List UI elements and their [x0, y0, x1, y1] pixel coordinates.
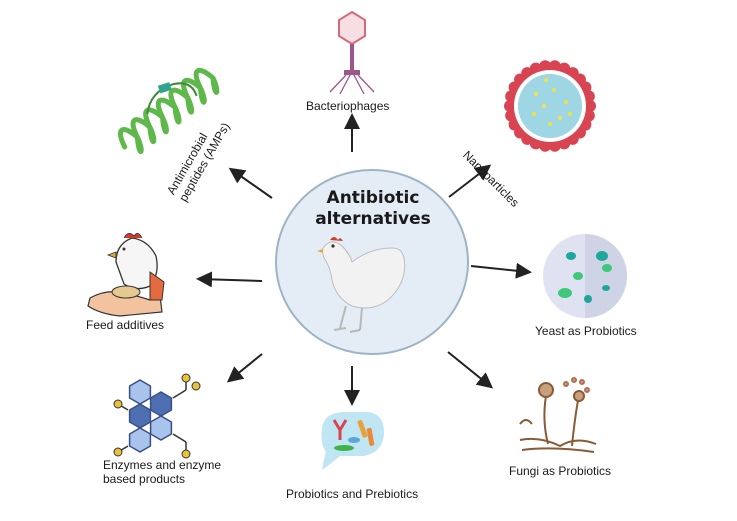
label-bacteriophages: Bacteriophages [306, 99, 390, 113]
arrow-fungi [447, 351, 494, 389]
peptide-helix-icon [118, 68, 220, 154]
label-yeast: Yeast as Probiotics [535, 324, 637, 338]
yeast-icon [543, 234, 627, 318]
label-enzymes-line2: based products [103, 472, 186, 486]
enzyme-molecule-icon [113, 373, 201, 459]
fungi-icon [519, 377, 597, 453]
label-enzymes-line1: Enzymes and enzyme [103, 458, 222, 472]
arrow-feed [196, 271, 263, 288]
center-title-line1: Antibiotic [326, 188, 420, 208]
probiotics-icon [321, 412, 384, 470]
arrow-enzymes [226, 353, 263, 383]
arrow-nanoparticles [448, 164, 492, 198]
arrows [196, 113, 532, 406]
arrow-amps [228, 167, 273, 199]
nanoparticle-icon [504, 60, 596, 152]
hen-icon [317, 237, 406, 333]
label-enzymes: Enzymes and enzyme based products [103, 458, 221, 486]
label-feed: Feed additives [86, 318, 165, 332]
label-fungi: Fungi as Probiotics [509, 464, 612, 478]
label-probiotics: Probiotics and Prebiotics [286, 487, 419, 501]
feed-additive-icon [87, 233, 165, 317]
bacteriophage-icon [329, 10, 375, 95]
center-title-line2: alternatives [315, 209, 431, 229]
arrow-yeast [470, 262, 532, 279]
center-title: Antibiotic alternatives [298, 188, 448, 230]
